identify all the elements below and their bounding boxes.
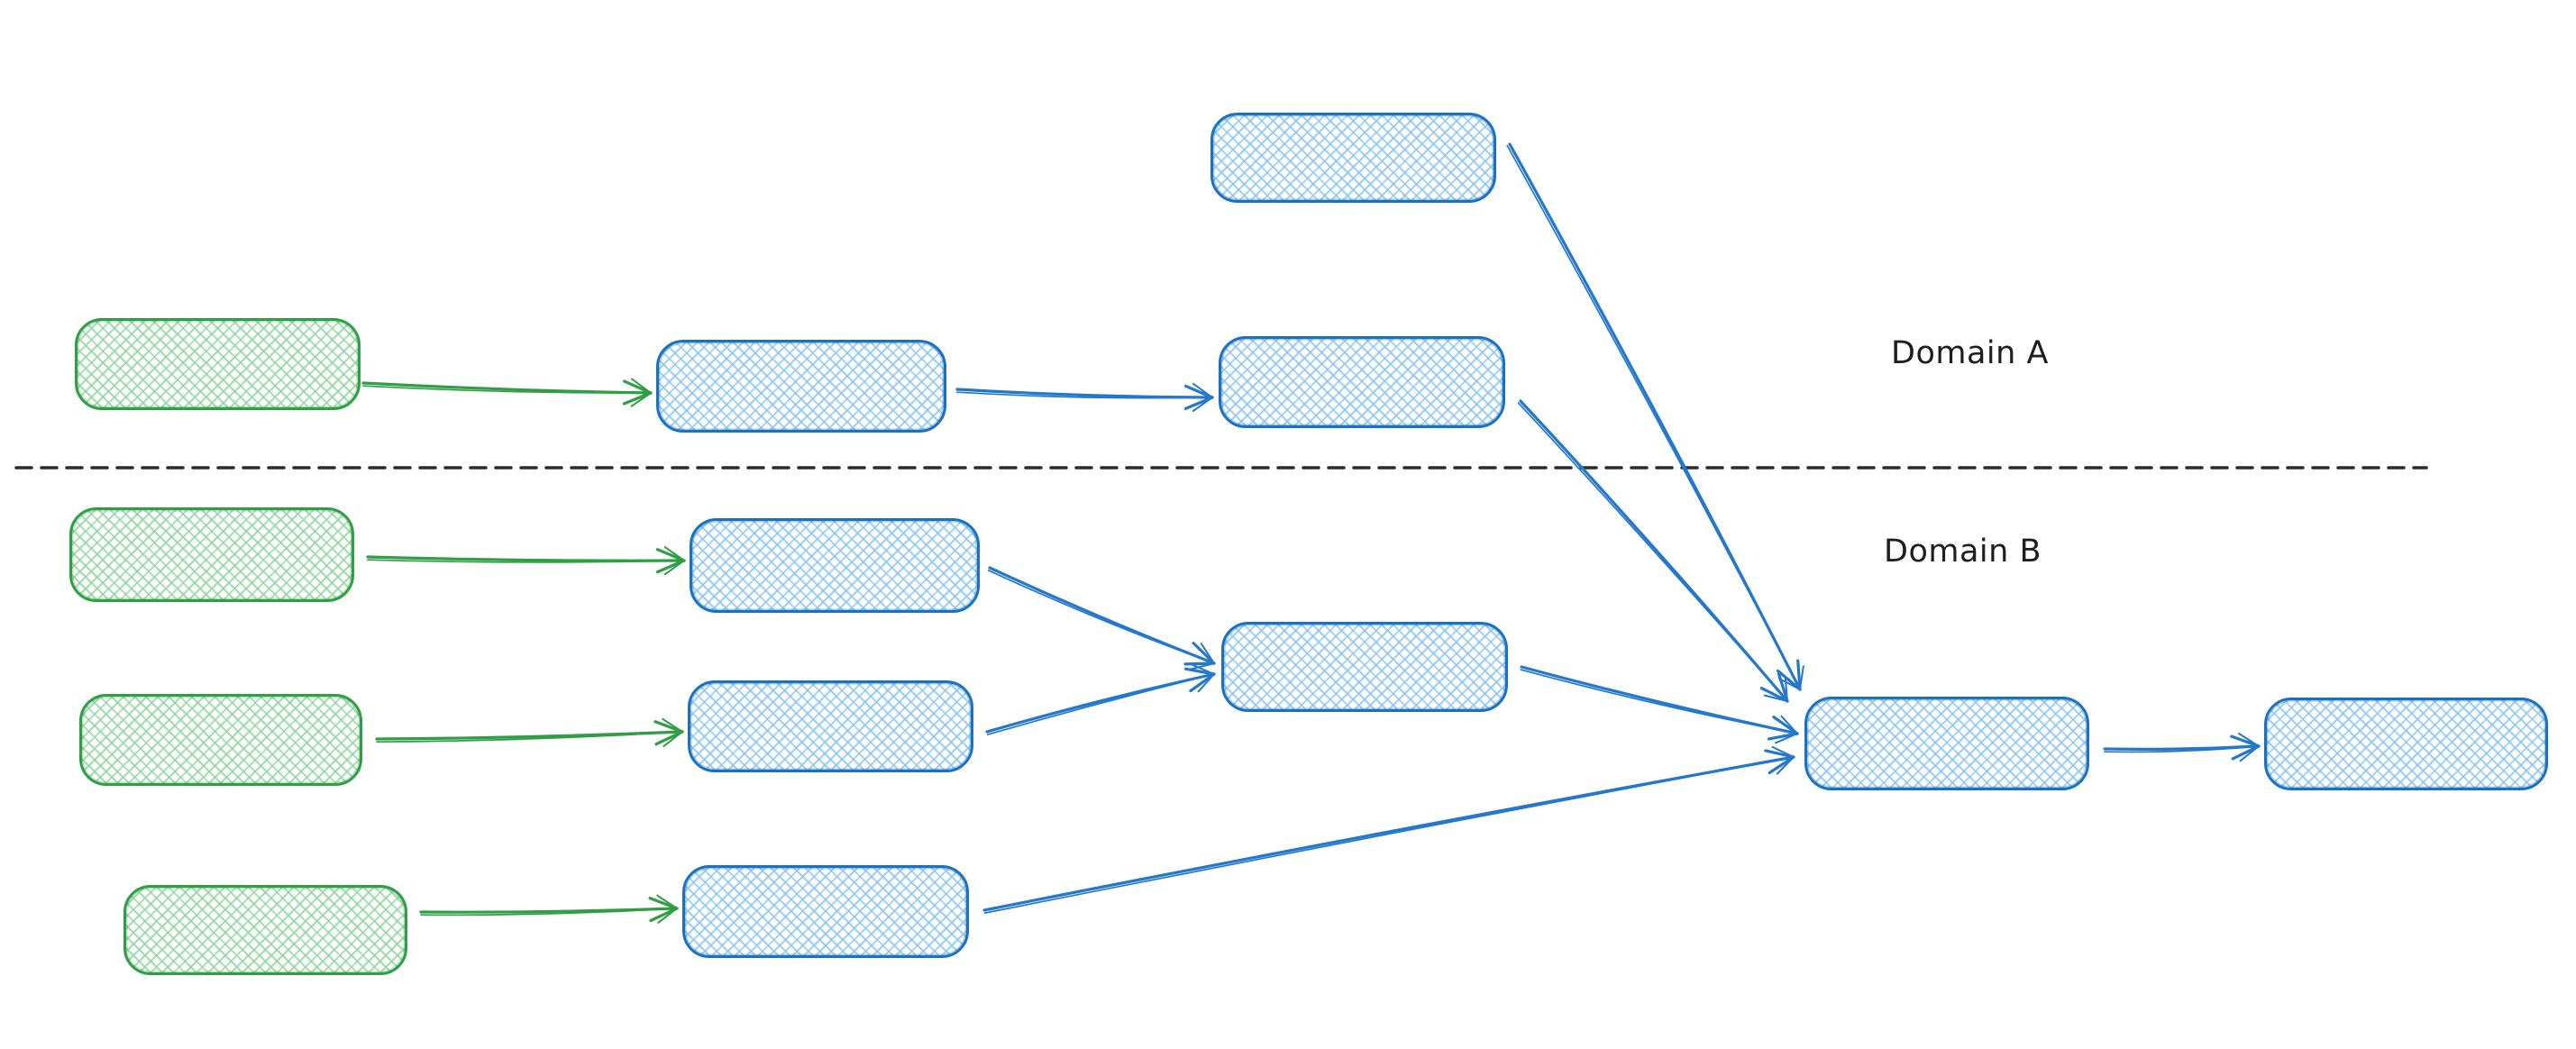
- arrow-green-b1-to-b1: [366, 546, 686, 576]
- arrow-b2-to-mid: [985, 663, 1216, 735]
- node-blue-a1: [656, 340, 946, 433]
- node-green-a: [75, 318, 361, 410]
- arrow-confluence-to-right: [2103, 733, 2261, 762]
- node-blue-top: [1210, 113, 1496, 203]
- arrow-b3-to-confluence: [982, 745, 1795, 914]
- node-green-b3: [123, 885, 407, 975]
- domain-b-label: Domain B: [1884, 534, 2042, 570]
- arrow-mid-to-confluence: [1520, 665, 1799, 744]
- arrow-b1-to-mid: [987, 566, 1216, 670]
- arrow-a2-to-confluence: [1517, 399, 1789, 703]
- node-green-b1: [69, 507, 354, 602]
- arrow-green-b2-to-b2: [375, 717, 684, 747]
- domain-a-label: Domain A: [1891, 335, 2049, 371]
- arrow-green-b3-to-b3: [419, 894, 679, 924]
- arrow-green-a-to-a1: [361, 378, 653, 407]
- node-blue-mid: [1221, 622, 1508, 712]
- node-green-b2: [79, 694, 362, 786]
- arrow-top-to-confluence: [1506, 142, 1804, 691]
- node-blue-b3: [682, 865, 969, 958]
- node-blue-confluence: [1804, 697, 2089, 790]
- node-blue-a2: [1219, 336, 1505, 428]
- node-blue-b1: [690, 518, 980, 613]
- node-blue-right: [2264, 698, 2548, 790]
- node-blue-b2: [688, 680, 973, 772]
- arrow-a1-to-a2: [955, 382, 1214, 413]
